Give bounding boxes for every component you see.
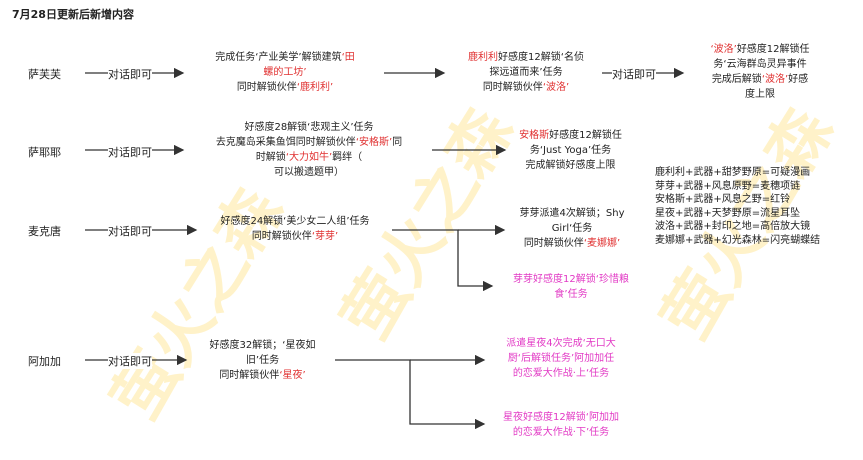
ajiajia-step-2: 派遣星夜4次完成‘无口大 厨‘后解锁任务’阿加加任 的恋爱大作战·上‘任务 — [506, 338, 616, 379]
combo-item: 安格斯+武器+风息之野=红铃 — [655, 194, 791, 205]
combo-item: 鹿利利+武器+甜梦野原=可疑漫画 — [655, 167, 811, 178]
ajiajia-step-3: 星夜好感度12解锁‘阿加加 的恋爱大作战·下’任务 — [503, 412, 619, 438]
sayeye-step-2: 安格斯好感度12解锁任 务‘Just Yoga’任务 完成解锁好感度上限 — [519, 130, 622, 171]
character-name: 萨芙芙 — [28, 68, 61, 81]
combo-list: 鹿利利+武器+甜梦野原=可疑漫画 芽芽+武器+风息原野=麦穗项链 安格斯+武器+… — [655, 166, 860, 247]
character-name: 阿加加 — [28, 355, 61, 368]
combo-item: 波洛+武器+封印之地=高倍放大镜 — [655, 221, 811, 232]
maiketang-step-1: 好感度24解锁‘美少女二人组’任务 同时解锁伙伴‘芽芽’ — [220, 216, 370, 242]
page-title: 7月28日更新后新增内容 — [12, 8, 134, 21]
talk-label: 对话即可 — [612, 66, 656, 82]
safufu-step-1: 完成任务‘产业美学’解锁建筑‘田 螺的工坊’ 同时解锁伙伴‘鹿利利’ — [215, 52, 355, 93]
character-name: 萨耶耶 — [28, 146, 61, 159]
safufu-step-3: ‘波洛’好感度12解锁任 务‘云海群岛灵异事件 完成后解锁‘波洛’好感 度上限 — [710, 44, 810, 100]
talk-label: 对话即可 — [108, 144, 152, 160]
arrow-maiketang-branch-bottom — [392, 229, 494, 292]
combo-item: 星夜+武器+天梦野原=流星耳坠 — [655, 207, 801, 219]
character-name: 麦克唐 — [28, 225, 61, 238]
maiketang-step-3: 芽芽好感度12解锁‘珍惜粮 食’任务 — [513, 274, 629, 300]
talk-label: 对话即可 — [108, 66, 152, 82]
talk-label: 对话即可 — [108, 223, 152, 239]
sayeye-step-1: 好感度28解锁‘悲观主义’任务 去克魔岛采集鱼饵同时解锁伙伴‘安格斯’同 时解锁… — [215, 122, 403, 178]
combo-item: 芽芽+武器+风息原野=麦穗项链 — [655, 180, 801, 192]
ajiajia-step-1: 好感度32解锁；‘星夜如 旧’任务 同时解锁伙伴‘星夜’ — [209, 340, 316, 381]
arrow-ajiajia-branch-bottom — [335, 359, 486, 430]
talk-label: 对话即可 — [108, 353, 152, 369]
maiketang-step-2: 芽芽派遣4次解锁；Shy Girl‘任务 同时解锁伙伴‘麦娜娜’ — [519, 208, 625, 249]
combo-item: 麦娜娜+武器+幻光森林=闪亮蝴蝶结 — [655, 234, 821, 246]
safufu-step-2: 鹿利利好感度12解锁‘名侦 探远道而来’任务 同时解锁伙伴‘波洛’ — [468, 52, 584, 93]
